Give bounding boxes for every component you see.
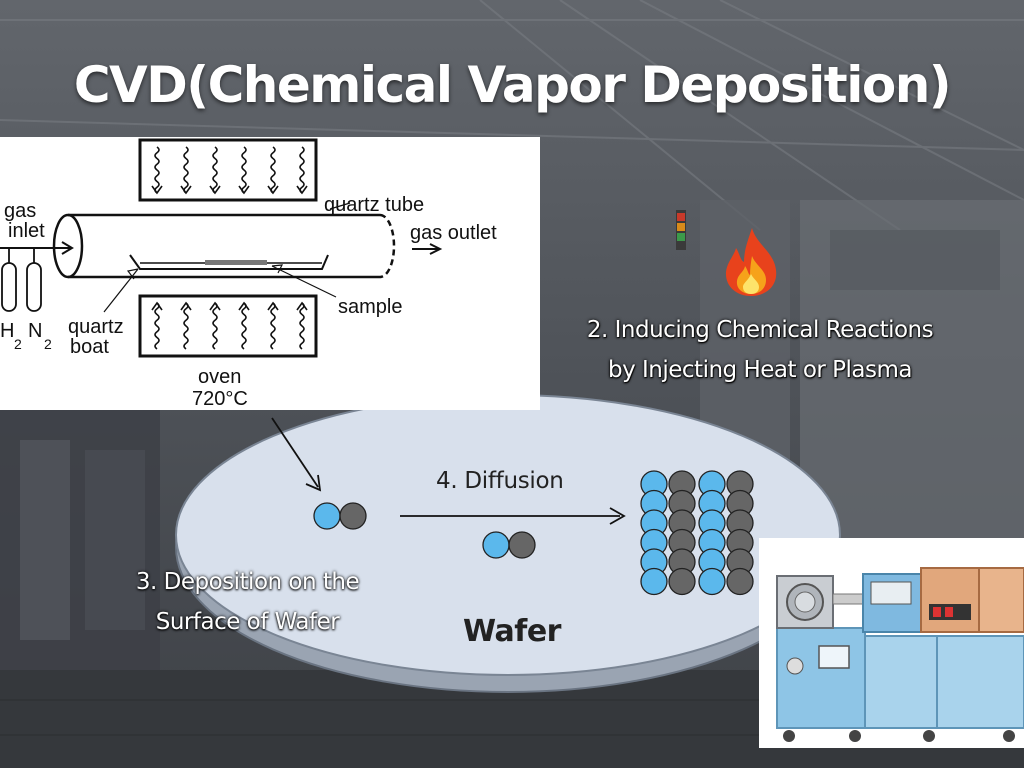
step3-line2: Surface of Wafer bbox=[155, 609, 340, 635]
label-h2: H bbox=[0, 320, 14, 342]
label-quartz-tube: quartz tube bbox=[324, 194, 424, 216]
label-n2-sub: 2 bbox=[44, 336, 52, 352]
step2-line1: 2. Inducing Chemical Reactions bbox=[586, 317, 934, 343]
label-oven: oven bbox=[198, 366, 241, 388]
atom-gray bbox=[668, 567, 696, 596]
step2-line2: by Injecting Heat or Plasma bbox=[607, 357, 913, 383]
step4-label: 4. Diffusion bbox=[436, 468, 564, 494]
label-gas-inlet-1: gas bbox=[4, 200, 36, 222]
gas-cylinder-icon bbox=[1, 248, 42, 312]
sample-piece bbox=[205, 260, 267, 265]
cvd-schematic: gas inlet quartz tube gas outlet sample … bbox=[0, 137, 540, 410]
slide-title: CVD(Chemical Vapor Deposition) bbox=[73, 56, 952, 114]
atom-blue bbox=[640, 567, 668, 596]
wafer-label: Wafer bbox=[463, 614, 561, 649]
label-n2: N bbox=[28, 320, 42, 342]
label-oven-temp: 720°C bbox=[192, 388, 248, 410]
bottom-heater bbox=[138, 294, 318, 358]
atom-gray bbox=[339, 502, 367, 530]
deposition-arrow-head bbox=[305, 474, 322, 492]
atom-gray bbox=[726, 567, 754, 596]
cvd-furnace-machine-icon bbox=[759, 538, 1024, 748]
label-quartz-boat-1: quartz bbox=[68, 316, 124, 338]
step3-line1: 3. Deposition on the bbox=[135, 569, 360, 595]
label-gas-inlet-2: inlet bbox=[8, 220, 45, 242]
label-h2-sub: 2 bbox=[14, 336, 22, 352]
deposition-arrow-line bbox=[271, 417, 319, 488]
tube-inlet-end bbox=[52, 213, 84, 279]
step3-caption: 3. Deposition on the Surface of Wafer bbox=[100, 562, 395, 642]
step2-caption: 2. Inducing Chemical Reactions by Inject… bbox=[540, 310, 980, 390]
atom-blue bbox=[698, 567, 726, 596]
flame-icon bbox=[725, 228, 777, 296]
atom-blue bbox=[313, 502, 341, 530]
heater-arrows-icon bbox=[151, 301, 308, 350]
heater-arrows-icon bbox=[151, 146, 308, 195]
schematic-panel bbox=[0, 137, 540, 410]
diffusion-arrow-head bbox=[609, 507, 626, 525]
label-gas-outlet: gas outlet bbox=[410, 222, 497, 244]
label-quartz-boat-2: boat bbox=[70, 336, 109, 358]
label-sample: sample bbox=[338, 296, 402, 318]
atom-gray bbox=[508, 531, 536, 559]
top-heater bbox=[138, 138, 318, 202]
deposited-film-lattice bbox=[640, 470, 754, 596]
atom-blue bbox=[482, 531, 510, 559]
